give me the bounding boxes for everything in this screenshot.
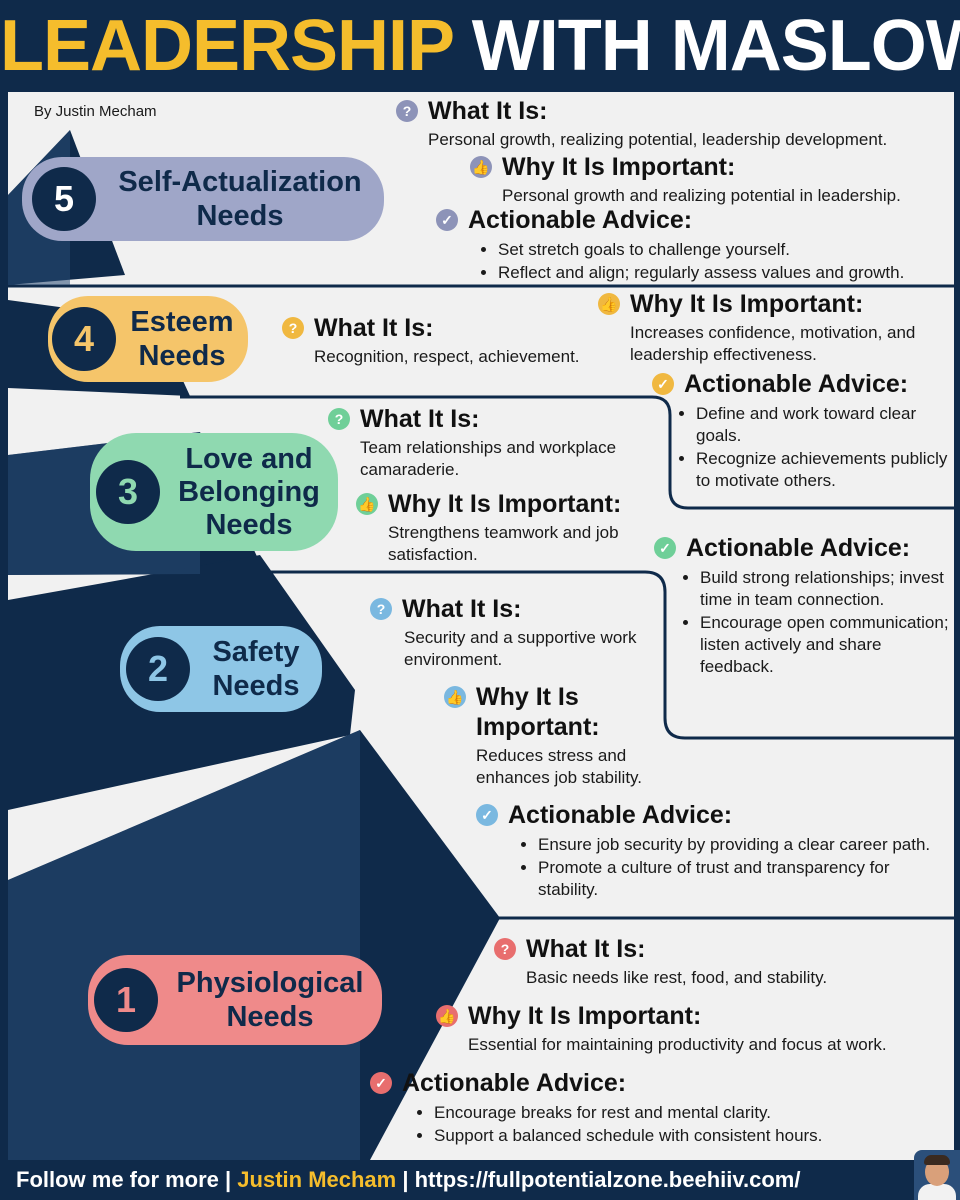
question-icon: ? <box>370 598 392 620</box>
level-4-number: 4 <box>52 307 116 371</box>
level-4-label: Esteem Needs <box>130 306 234 372</box>
level-3-pill: 3 Love and Belonging Needs <box>90 433 338 551</box>
level-3-label: Love and Belonging Needs <box>178 442 320 541</box>
level-2-what: ?What It Is: Security and a supportive w… <box>370 594 650 671</box>
list-item: Set stretch goals to challenge yourself. <box>498 239 956 261</box>
list-item: Encourage breaks for rest and mental cla… <box>434 1102 954 1124</box>
level-2-label: Safety Needs <box>212 636 300 702</box>
thumbs-up-icon: 👍 <box>598 293 620 315</box>
level-3-why: 👍Why It Is Important: Strengthens teamwo… <box>356 489 656 566</box>
level-1-advice: ✓Actionable Advice: Encourage breaks for… <box>370 1068 954 1148</box>
level-1-pill: 1 Physiological Needs <box>88 955 382 1045</box>
footer-url-link[interactable]: | https://fullpotentialzone.beehiiv.com/ <box>396 1167 801 1192</box>
list-item: Define and work toward clear goals. <box>696 403 954 447</box>
level-4-what: ?What It Is: Recognition, respect, achie… <box>282 313 612 368</box>
check-icon: ✓ <box>370 1072 392 1094</box>
level-1-number: 1 <box>94 968 158 1032</box>
footer-prefix: Follow me for more | <box>16 1167 238 1192</box>
level-5-pill: 5 Self-Actualization Needs <box>22 157 384 241</box>
thumbs-up-icon: 👍 <box>444 686 466 708</box>
level-3-advice: ✓Actionable Advice: Build strong relatio… <box>654 533 954 679</box>
check-icon: ✓ <box>436 209 458 231</box>
list-item: Promote a culture of trust and transpare… <box>538 857 954 901</box>
thumbs-up-icon: 👍 <box>436 1005 458 1027</box>
thumbs-up-icon: 👍 <box>470 156 492 178</box>
level-1-what: ?What It Is: Basic needs like rest, food… <box>494 934 954 989</box>
level-3-number: 3 <box>96 460 160 524</box>
question-icon: ? <box>328 408 350 430</box>
divider-line <box>180 395 954 510</box>
question-icon: ? <box>494 938 516 960</box>
author-credit: By Justin Mecham <box>34 103 157 120</box>
level-1-label: Physiological Needs <box>176 967 364 1033</box>
level-1-why: 👍Why It Is Important: Essential for main… <box>436 1001 954 1056</box>
title-part1: LEADERSHIP <box>0 6 454 86</box>
level-2-number: 2 <box>126 637 190 701</box>
footer-bar: Follow me for more | Justin Mecham | htt… <box>0 1160 960 1200</box>
avatar <box>914 1150 960 1200</box>
level-2-advice: ✓Actionable Advice: Ensure job security … <box>476 800 954 902</box>
question-icon: ? <box>282 317 304 339</box>
thumbs-up-icon: 👍 <box>356 493 378 515</box>
level-5-number: 5 <box>32 167 96 231</box>
title-bar: LEADERSHIP WITH MASLOW <box>0 0 960 92</box>
level-5-why: 👍Why It Is Important: Personal growth an… <box>470 152 956 207</box>
level-4-why: 👍Why It Is Important: Increases confiden… <box>598 289 954 366</box>
footer-author-link[interactable]: Justin Mecham <box>237 1167 397 1192</box>
check-icon: ✓ <box>652 373 674 395</box>
level-5-label: Self-Actualization Needs <box>118 166 362 232</box>
level-2-why: 👍Why It Is Important: Reduces stress and… <box>444 682 654 789</box>
level-5-what: ?What It Is: Personal growth, realizing … <box>396 96 956 151</box>
level-4-pill: 4 Esteem Needs <box>48 296 248 382</box>
level-3-what: ?What It Is: Team relationships and work… <box>328 404 658 481</box>
list-item: Reflect and align; regularly assess valu… <box>498 262 956 284</box>
page-title: LEADERSHIP WITH MASLOW <box>0 2 960 90</box>
level-4-advice: ✓Actionable Advice: Define and work towa… <box>652 369 954 493</box>
check-icon: ✓ <box>654 537 676 559</box>
divider-line <box>260 570 954 740</box>
title-part2: WITH MASLOW <box>471 6 960 86</box>
list-item: Build strong relationships; invest time … <box>700 567 954 611</box>
list-item: Ensure job security by providing a clear… <box>538 834 954 856</box>
question-icon: ? <box>396 100 418 122</box>
list-item: Encourage open communication; listen act… <box>700 612 954 678</box>
list-item: Support a balanced schedule with consist… <box>434 1125 954 1147</box>
check-icon: ✓ <box>476 804 498 826</box>
level-2-pill: 2 Safety Needs <box>120 626 322 712</box>
list-item: Recognize achievements publicly to motiv… <box>696 448 954 492</box>
level-5-advice: ✓Actionable Advice: Set stretch goals to… <box>436 205 956 285</box>
